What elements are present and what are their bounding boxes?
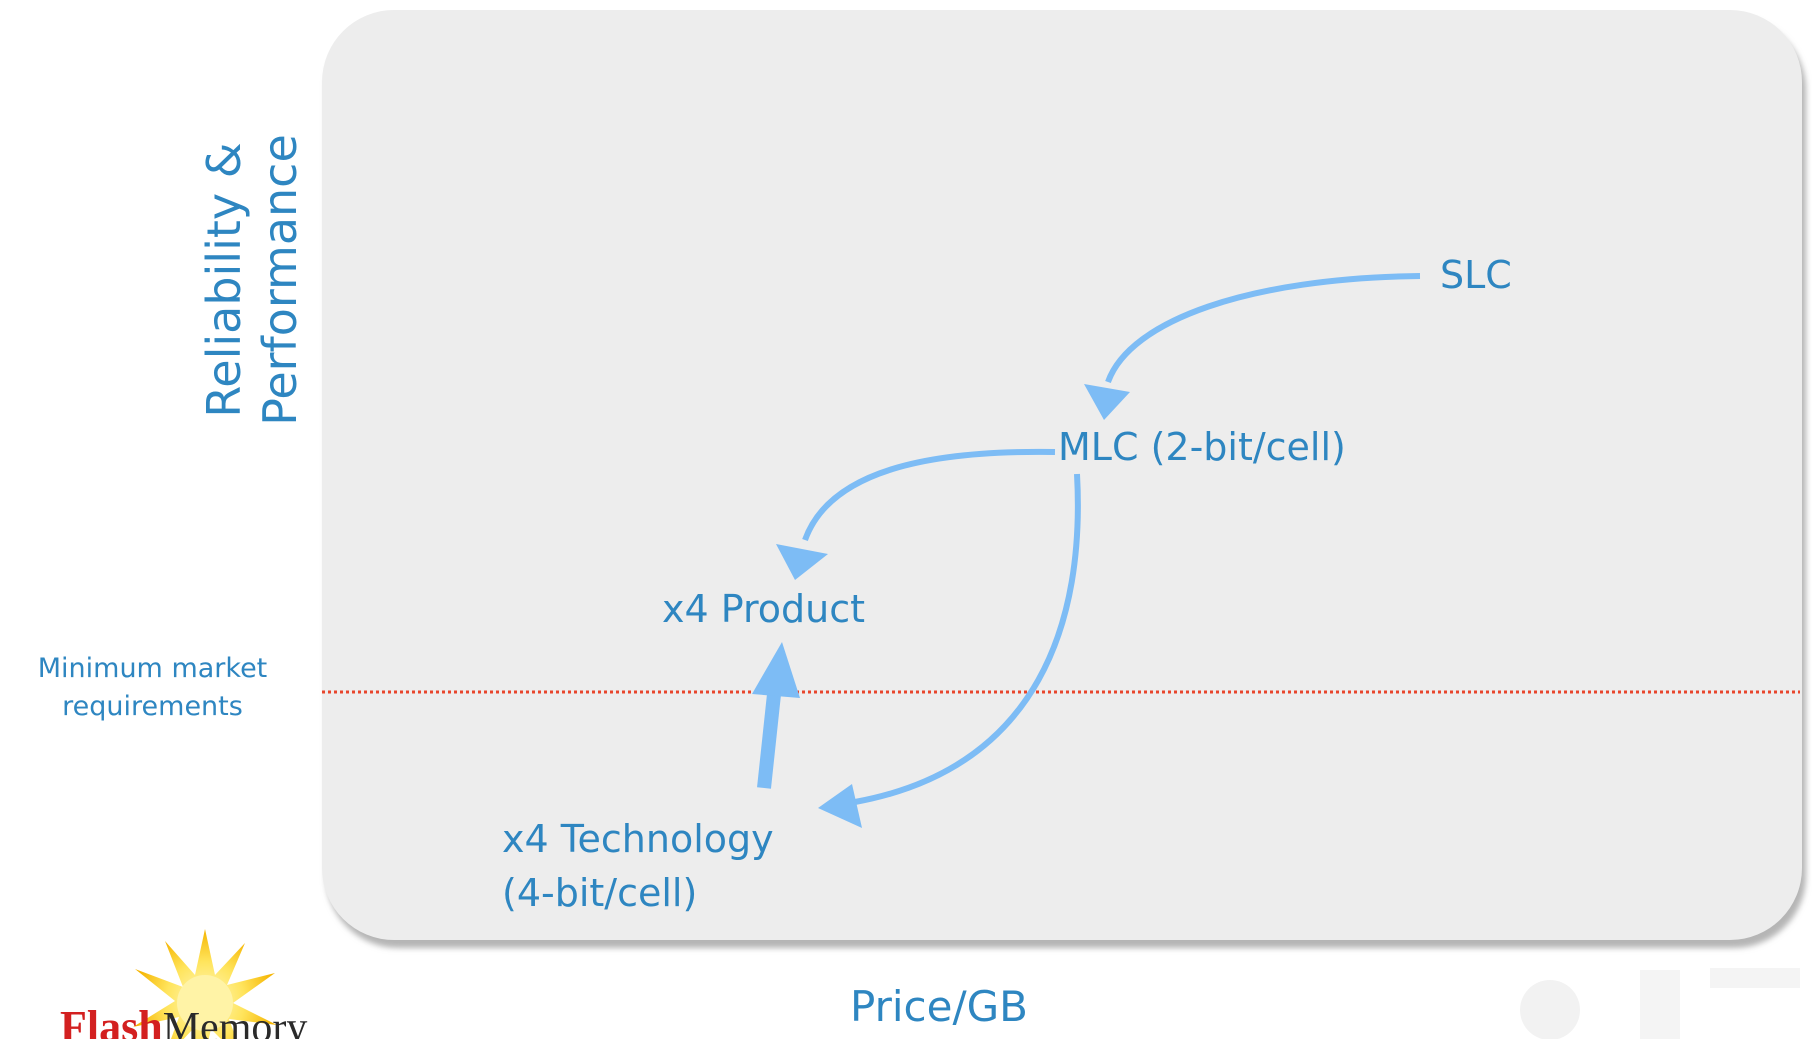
node-x4-product-text: x4 Product — [662, 587, 866, 631]
watermark-graphic — [1520, 968, 1800, 1039]
node-x4-technology-label: x4 Technology (4-bit/cell) — [502, 812, 774, 920]
flash-memory-logo: FlashMemory — [60, 925, 390, 1039]
arrow-mlc-to-x4-technology — [818, 473, 1081, 828]
x-axis-label: Price/GB — [850, 982, 1028, 1032]
arrow-x4-technology-to-x4-product — [752, 642, 800, 789]
node-x4-product-label: x4 Product — [662, 586, 865, 632]
logo-text-memory: Memory — [162, 1005, 308, 1039]
node-x4-technology-line-2: (4-bit/cell) — [502, 871, 698, 915]
threshold-label-line-1: Minimum market — [37, 653, 268, 684]
node-mlc-text: MLC (2-bit/cell) — [1058, 425, 1346, 469]
logo-text-flash: Flash — [60, 1002, 163, 1039]
node-x4-technology-line-1: x4 Technology — [502, 817, 774, 861]
node-mlc-label: MLC (2-bit/cell) — [1058, 424, 1346, 470]
arrow-slc-to-mlc — [1084, 273, 1421, 420]
sunburst-icon — [133, 929, 277, 1039]
arrow-mlc-to-x4-product — [776, 448, 1056, 580]
x-axis-label-text: Price/GB — [850, 982, 1028, 1031]
node-slc-text: SLC — [1440, 253, 1512, 297]
node-slc-label: SLC — [1440, 252, 1512, 298]
plot-area-panel — [322, 10, 1802, 940]
threshold-label: Minimum market requirements — [0, 650, 305, 726]
threshold-label-line-2: requirements — [62, 691, 243, 722]
